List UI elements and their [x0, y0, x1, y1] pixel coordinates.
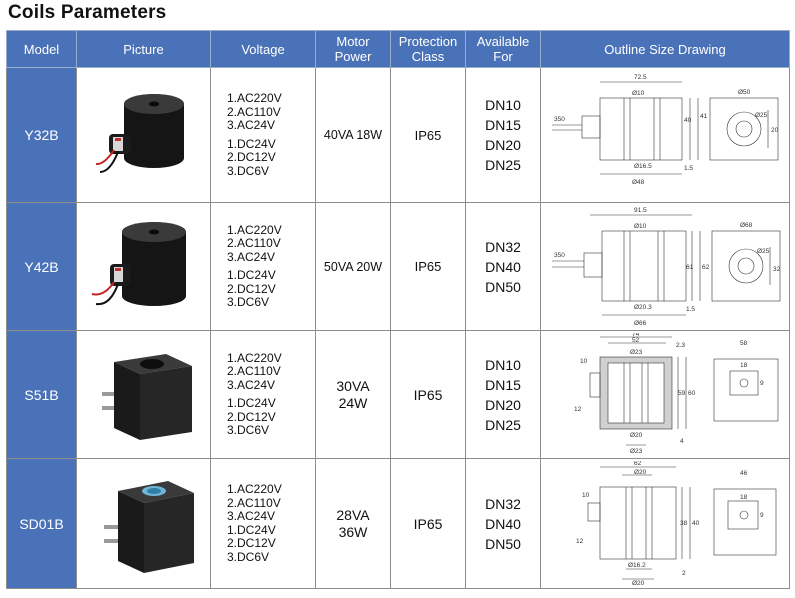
svg-text:Ø23: Ø23	[630, 448, 643, 455]
svg-text:Ø20: Ø20	[630, 432, 643, 439]
header-voltage: Voltage	[210, 30, 316, 68]
svg-text:Ø16.5: Ø16.5	[634, 163, 652, 170]
outline-drawing: 72.5 Ø10 350 41 40 Ø16.5 1.5 Ø48 Ø50 Ø25…	[540, 67, 790, 203]
page-title: Coils Parameters	[8, 2, 167, 23]
y42b-drawing: 91.5 Ø10 350 62 61 Ø20.3 1.5 Ø66 Ø68 Ø25…	[552, 207, 781, 327]
svg-text:Ø23: Ø23	[630, 349, 643, 356]
svg-text:2.3: 2.3	[676, 342, 685, 349]
header-drawing: Outline Size Drawing	[540, 30, 790, 68]
svg-text:4: 4	[680, 438, 684, 445]
model-cell: Y42B	[6, 202, 77, 331]
svg-text:Ø10: Ø10	[634, 223, 647, 230]
svg-text:Ø48: Ø48	[632, 179, 645, 186]
svg-text:91.5: 91.5	[634, 207, 647, 214]
svg-text:61: 61	[686, 264, 694, 271]
svg-text:Ø20.3: Ø20.3	[634, 304, 652, 311]
svg-text:9: 9	[760, 380, 764, 387]
model-cell: SD01B	[6, 458, 77, 589]
square-coil-image	[103, 480, 194, 573]
header-model: Model	[6, 30, 77, 68]
coil-picture	[76, 202, 211, 331]
y32b-drawing: 72.5 Ø10 350 41 40 Ø16.5 1.5 Ø48 Ø50 Ø25…	[552, 74, 779, 186]
svg-text:Ø25: Ø25	[755, 112, 768, 119]
svg-text:46: 46	[740, 470, 748, 477]
svg-text:2: 2	[682, 570, 686, 577]
svg-text:350: 350	[554, 252, 565, 259]
svg-text:62: 62	[634, 461, 642, 467]
model-cell: Y32B	[6, 67, 77, 203]
svg-text:Ø20: Ø20	[634, 469, 647, 476]
svg-text:32: 32	[773, 266, 781, 273]
svg-text:9: 9	[760, 512, 764, 519]
svg-text:Ø25: Ø25	[757, 248, 770, 255]
svg-text:41: 41	[700, 113, 708, 120]
protection-cell: IP65	[390, 458, 466, 589]
outline-drawing: 91.5 Ø10 350 62 61 Ø20.3 1.5 Ø66 Ø68 Ø25…	[540, 202, 790, 331]
square-coil-image	[101, 353, 192, 440]
svg-text:Ø66: Ø66	[634, 320, 647, 327]
svg-text:18: 18	[740, 494, 748, 501]
svg-text:12: 12	[576, 538, 584, 545]
svg-text:Ø16.2: Ø16.2	[628, 562, 646, 569]
s51b-drawing: 74 52 Ø23 10 2.3 59 60 Ø20 Ø23 4 58 18 9…	[574, 333, 779, 455]
svg-text:1.5: 1.5	[684, 165, 693, 172]
coil-picture	[76, 330, 211, 459]
svg-text:72.5: 72.5	[634, 74, 647, 81]
round-coil-image	[91, 221, 186, 306]
svg-text:1.5: 1.5	[686, 306, 695, 313]
protection-cell: IP65	[390, 202, 466, 331]
svg-text:58: 58	[740, 340, 748, 347]
power-cell: 40VA 18W	[315, 67, 391, 203]
svg-text:350: 350	[554, 116, 565, 123]
outline-drawing: 74 52 Ø23 10 2.3 59 60 Ø20 Ø23 4 58 18 9…	[540, 330, 790, 459]
svg-text:40: 40	[692, 520, 700, 527]
svg-text:Ø10: Ø10	[632, 90, 645, 97]
model-cell: S51B	[6, 330, 77, 459]
svg-text:12: 12	[574, 406, 582, 413]
svg-text:52: 52	[632, 337, 640, 344]
svg-text:10: 10	[580, 358, 588, 365]
svg-text:60: 60	[688, 390, 696, 397]
svg-text:20: 20	[771, 127, 779, 134]
svg-text:38: 38	[680, 520, 688, 527]
coil-picture	[76, 458, 211, 589]
sd01b-drawing: 62 Ø20 10 38 40 Ø16.2 Ø20 2 46 18 9 12	[576, 461, 777, 587]
svg-text:40: 40	[684, 117, 692, 124]
power-cell: 50VA 20W	[315, 202, 391, 331]
svg-text:59: 59	[678, 390, 686, 397]
svg-text:Ø68: Ø68	[740, 222, 753, 229]
svg-text:62: 62	[702, 264, 710, 271]
svg-text:Ø20: Ø20	[632, 580, 645, 587]
protection-cell: IP65	[390, 67, 466, 203]
header-picture: Picture	[76, 30, 211, 68]
round-coil-image	[95, 94, 184, 173]
svg-text:10: 10	[582, 492, 590, 499]
svg-text:18: 18	[740, 362, 748, 369]
svg-text:74: 74	[632, 333, 640, 338]
svg-text:Ø50: Ø50	[738, 89, 751, 96]
outline-drawing: 62 Ø20 10 38 40 Ø16.2 Ø20 2 46 18 9 12	[540, 458, 790, 589]
protection-cell: IP65	[390, 330, 466, 459]
coil-picture	[76, 67, 211, 203]
